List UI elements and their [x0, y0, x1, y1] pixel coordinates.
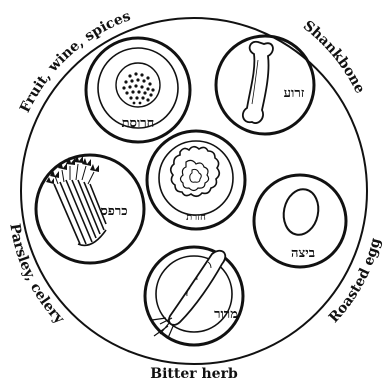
- label-parsley-celery: Parsley, celery: [6, 223, 67, 328]
- label-bitter-herb: Bitter herb: [150, 366, 238, 382]
- maror-dish: מרור: [145, 247, 243, 345]
- svg-text:Parsley, celery: Parsley, celery: [6, 223, 67, 328]
- chazeret-dish: חזרת: [147, 131, 245, 229]
- svg-text:Fruit, wine, spices: Fruit, wine, spices: [17, 8, 133, 115]
- charoset-mound-icon: [116, 63, 160, 107]
- lettuce-icon: [171, 147, 220, 197]
- charoset-dish: חרוסת: [86, 38, 190, 142]
- horseradish-icon: [152, 251, 225, 338]
- karpas-dish: כרפס: [36, 155, 144, 263]
- charoset-texture: [122, 72, 154, 104]
- beitzah-dish: ביצה: [254, 175, 346, 267]
- beitzah-hebrew-label: ביצה: [291, 246, 315, 261]
- karpas-hebrew-label: כרפס: [100, 204, 127, 219]
- zeroa-hebrew-label: זרוע: [284, 86, 305, 101]
- egg-icon: [280, 186, 323, 238]
- shankbone-icon: [243, 42, 273, 123]
- svg-text:Shankbone: Shankbone: [300, 18, 368, 97]
- maror-hebrew-label: מרור: [214, 307, 238, 322]
- label-fruit-wine-spices: Fruit, wine, spices: [17, 8, 133, 115]
- zeroa-dish: זרוע: [216, 36, 314, 134]
- charoset-hebrew-label: חרוסת: [122, 116, 155, 131]
- chazeret-hebrew-label: חזרת: [186, 212, 206, 223]
- label-shankbone: Shankbone: [300, 18, 368, 97]
